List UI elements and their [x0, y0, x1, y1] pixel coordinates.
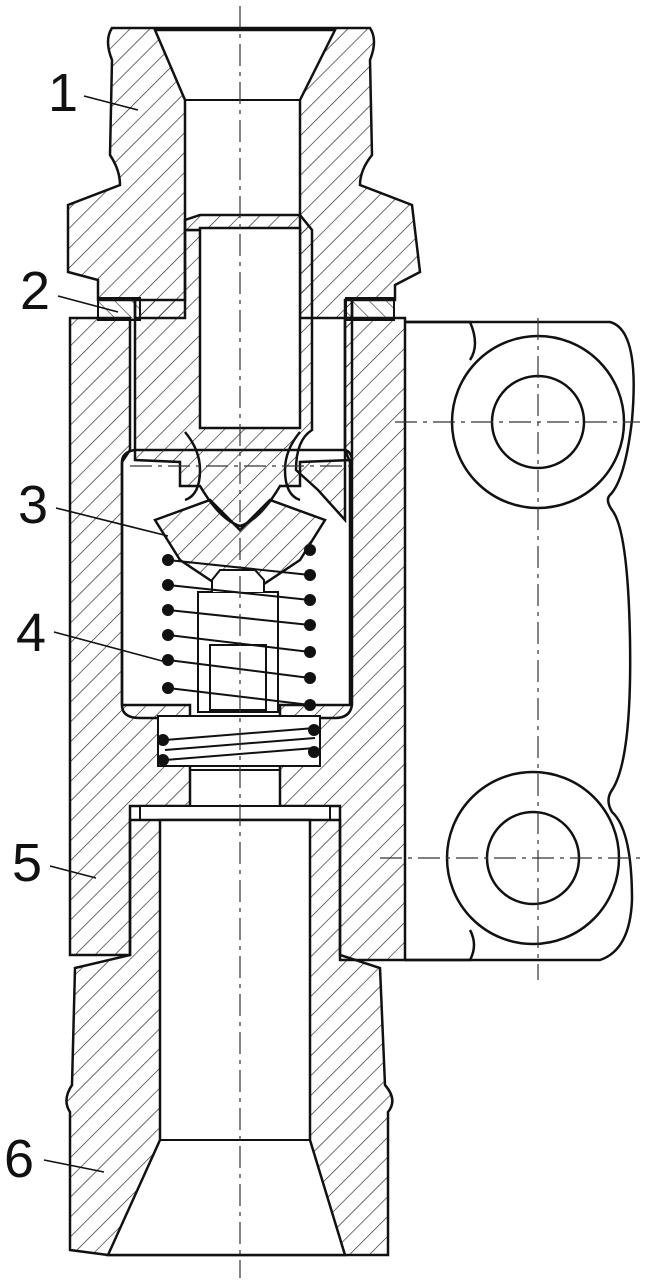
lower-passage — [139, 769, 331, 821]
centre-lines — [130, 6, 640, 1278]
top-fitting-part-1 — [66, 26, 422, 320]
callout-label-3: 3 — [18, 475, 49, 535]
spring-part-4 — [157, 544, 321, 767]
callout-label-2: 2 — [20, 261, 51, 321]
callout-label-4: 4 — [16, 603, 47, 663]
bottom-fitting-part-6 — [65, 818, 394, 1257]
callout-label-6: 6 — [4, 1129, 35, 1189]
callout-label-1: 1 — [48, 63, 79, 123]
leader-lines — [43, 95, 169, 1173]
callout-label-5: 5 — [12, 833, 43, 893]
